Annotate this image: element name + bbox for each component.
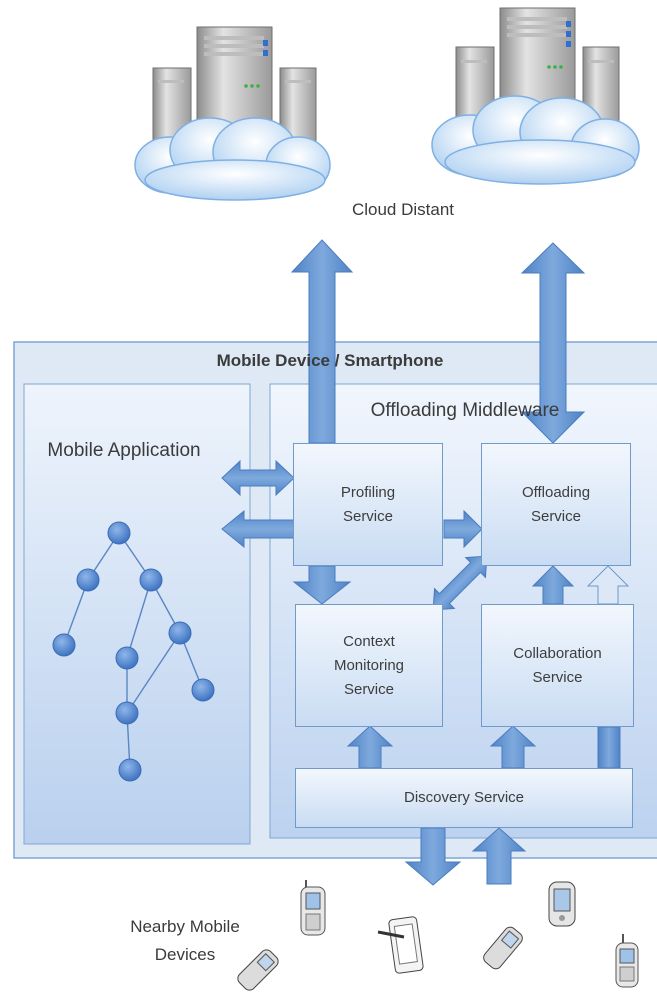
collaboration-service-label: Collaboration Service [513, 644, 602, 686]
nearby-devices-label: Nearby Mobile Devices [130, 917, 240, 964]
mobile-phone-icon [615, 934, 639, 988]
tree-node [191, 678, 215, 702]
tree-node [76, 568, 100, 592]
profiling-service-label: Profiling Service [340, 483, 396, 525]
offloading-service-label: Offloading Service [521, 483, 591, 525]
offloading-service-box: Offloading Service [481, 443, 631, 566]
profiling-service-box: Profiling Service [293, 443, 443, 566]
flip-phone-icon [300, 880, 326, 936]
context-monitoring-service-box: Context Monitoring Service [295, 604, 443, 727]
cloud-server-right-icon [431, 7, 640, 185]
profiling-context-arrow [292, 565, 352, 605]
app-title: Mobile Application [47, 440, 201, 461]
discovery-nearby-arrow [404, 827, 462, 886]
context-monitoring-service-label: Context Monitoring Service [333, 632, 405, 698]
tree-node [168, 621, 192, 645]
collaboration-offloading-outline-arrow [586, 565, 630, 605]
nearby-discovery-arrow [471, 827, 527, 885]
middleware-title: Offloading Middleware [370, 400, 560, 421]
clamshell-phone-icon [483, 926, 523, 970]
profiling-offloading-arrow [443, 509, 483, 549]
discovery-service-box: Discovery Service [295, 768, 633, 828]
collaboration-service-box: Collaboration Service [481, 604, 634, 727]
tree-node [52, 633, 76, 657]
collaboration-offloading-arrow [531, 565, 575, 605]
tree-node [115, 646, 139, 670]
tablet-stylus-icon [377, 916, 424, 974]
clamshell-phone-left-icon [237, 949, 279, 991]
tree-node [115, 701, 139, 725]
tree-nodes [52, 521, 215, 782]
tree-node [118, 758, 142, 782]
discovery-context-arrow [346, 725, 394, 769]
tree-node [107, 521, 131, 545]
cloud-label: Cloud Distant [351, 200, 455, 219]
pda-phone-icon [548, 881, 576, 927]
tree-node [139, 568, 163, 592]
collaboration-discovery-connector [597, 726, 621, 769]
device-title: Mobile Device / Smartphone [216, 351, 444, 370]
cloud-server-left-icon [134, 26, 331, 201]
discovery-service-label: Discovery Service [403, 789, 525, 806]
discovery-collaboration-arrow [489, 725, 537, 769]
